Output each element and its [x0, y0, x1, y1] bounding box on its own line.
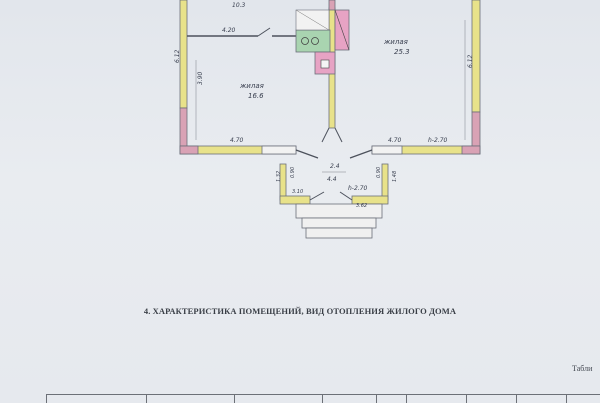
- table-column-border: [322, 395, 323, 403]
- room-right-name: жилая: [383, 38, 408, 46]
- label-top-wall-left: 4.20: [222, 27, 236, 34]
- label-porch-right: 3.62: [356, 203, 367, 209]
- stove: [295, 9, 350, 75]
- bottom-wall-left: [179, 145, 297, 155]
- room-left-area: 16.6: [248, 92, 264, 100]
- table-header-edge: [46, 394, 600, 403]
- room-right-area: 25.3: [394, 48, 410, 56]
- table-column-border: [234, 395, 235, 403]
- table-column-border: [146, 395, 147, 403]
- bottom-wall-right: [371, 145, 481, 155]
- table-column-border: [406, 395, 407, 403]
- label-hall-depth: 4.4: [327, 176, 337, 183]
- label-inner-wall-height: 3.90: [197, 71, 204, 85]
- label-vestibule-left: 1.32: [276, 171, 282, 182]
- vestibule-walls: [279, 163, 389, 205]
- label-vestibule-right-inner: 0.90: [376, 167, 382, 178]
- table-column-border: [516, 395, 517, 403]
- outer-right-wall: [471, 0, 481, 155]
- table-label: Табли: [572, 364, 593, 373]
- hall-doors: [295, 127, 373, 159]
- interior-partition-top: [187, 27, 296, 37]
- label-right-ceiling-height: h-2.70: [428, 137, 448, 144]
- table-column-border: [376, 395, 377, 403]
- label-bottom-right: 4.70: [388, 137, 402, 144]
- porch-steps: [295, 203, 383, 239]
- label-vestibule-right: 1.48: [392, 171, 398, 182]
- room-left-name: жилая: [239, 82, 264, 90]
- outer-left-wall: [179, 0, 188, 155]
- floor-plan: 10.3 4.20 6.12 3.90 жилая 16.6 жилая 25.…: [174, 0, 481, 239]
- table-column-border: [566, 395, 567, 403]
- table-column-border: [46, 395, 47, 403]
- dimension-lines: [195, 20, 466, 173]
- label-vestibule-left-inner: 0.90: [290, 167, 296, 178]
- label-porch-left: 3.10: [292, 189, 303, 195]
- table-column-border: [466, 395, 467, 403]
- label-bottom-left: 4.70: [230, 137, 244, 144]
- section-heading: 4. ХАРАКТЕРИСТИКА ПОМЕЩЕНИЙ, ВИД ОТОПЛЕН…: [143, 306, 457, 316]
- label-top-room-area: 10.3: [232, 2, 246, 9]
- label-hall-ceiling-height: h-2.70: [348, 185, 368, 192]
- label-left-wall-height: 6.12: [174, 49, 181, 63]
- label-right-wall-height: 6.12: [467, 54, 474, 68]
- label-hall-width: 2.4: [330, 163, 340, 170]
